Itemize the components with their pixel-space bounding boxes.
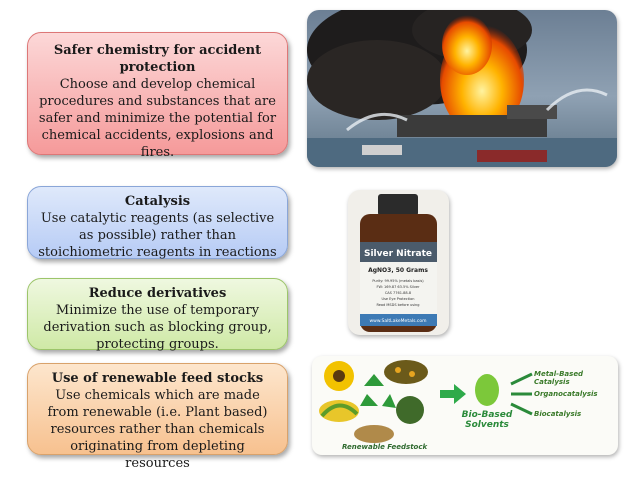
- seeds-icon: [384, 360, 428, 384]
- bottle-detail: Read MSDS before using: [376, 303, 419, 307]
- arrow-icon: [440, 384, 466, 404]
- card-title: Reduce derivatives: [88, 286, 227, 301]
- output-label: Metal-Based Catalysis: [534, 370, 584, 386]
- silver-nitrate-bottle-image: Silver Nitrate AgNO3, 50 Grams Purity: 9…: [348, 190, 449, 335]
- oil-rig-fire-image: [307, 10, 617, 167]
- recycle-icon: [360, 374, 396, 408]
- corn-icon: [319, 400, 359, 422]
- arrow-icon: [510, 402, 533, 416]
- card-body: Choose and develop chemical procedures a…: [38, 77, 277, 160]
- card-safer-chemistry: Safer chemistry for accident protection …: [27, 32, 288, 160]
- bio-based-solvents-label: Bio-Based Solvents: [461, 410, 513, 430]
- renewable-feedstock-diagram: Renewable Feedstock Bio-Based Solvents M…: [312, 356, 618, 455]
- renewable-feedstock-label: Renewable Feedstock: [342, 443, 428, 451]
- output-label: Organocatalysis: [534, 390, 598, 398]
- drop-icon: [475, 374, 499, 406]
- card-body: Use chemicals which are made from renewa…: [47, 388, 268, 471]
- bottle-site: www.SaltLakeMetals.com: [370, 318, 427, 324]
- card-body: Minimize the use of temporary derivation…: [43, 303, 272, 352]
- bottle-detail: Use Eye Protection: [382, 297, 415, 301]
- bottle-illustration: Silver Nitrate AgNO3, 50 Grams Purity: 9…: [360, 194, 437, 332]
- output-label: Biocatalysis: [534, 410, 582, 418]
- card-title: Catalysis: [124, 194, 191, 209]
- fire-illustration: [307, 10, 617, 167]
- card-title: Use of renewable feed stocks: [51, 371, 264, 386]
- bottle-detail: FW: 169.87 63.5% Silver: [377, 285, 421, 289]
- feedstock-illustration: [319, 360, 533, 443]
- card-body: Use catalytic reagents (as selective as …: [38, 211, 277, 260]
- bottle-detail: Purity: 99.95% (metals basis): [372, 279, 424, 283]
- bottle-name: Silver Nitrate: [364, 249, 432, 259]
- grass-icon: [396, 396, 424, 424]
- card-title: Safer chemistry for accident protection: [53, 43, 262, 75]
- card-reduce-derivatives: Reduce derivatives Minimize the use of t…: [27, 278, 288, 352]
- card-catalysis: Catalysis Use catalytic reagents (as sel…: [27, 186, 288, 260]
- card-renewable-feedstocks: Use of renewable feed stocks Use chemica…: [27, 363, 288, 471]
- bottle-formula: AgNO3, 50 Grams: [368, 267, 428, 274]
- wood-chips-icon: [354, 425, 394, 443]
- arrow-icon: [510, 372, 533, 386]
- bottle-detail: CAS 7761-88-8: [385, 291, 411, 295]
